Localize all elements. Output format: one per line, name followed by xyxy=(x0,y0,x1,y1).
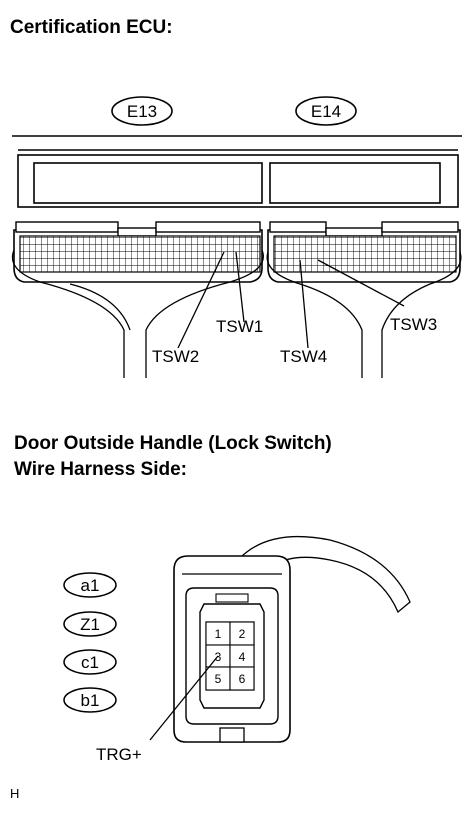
code-oval-b1: b1 xyxy=(63,687,117,713)
connector-e14 xyxy=(267,221,461,283)
ecu-body xyxy=(17,149,459,208)
code-oval-a1: a1 xyxy=(63,572,117,598)
connector-e13 xyxy=(13,221,263,283)
handle-wire-harness xyxy=(239,535,411,614)
terminal-label-trg: TRG+ xyxy=(96,745,142,764)
connector-code-e13: E13 xyxy=(111,96,173,126)
pin-2: 2 xyxy=(239,627,246,641)
code-oval-a1-label: a1 xyxy=(81,576,100,595)
terminal-label-tsw1: TSW1 xyxy=(216,317,263,336)
figure-footer-letter: H xyxy=(10,786,20,801)
code-oval-b1-label: b1 xyxy=(81,691,100,710)
pin-1: 1 xyxy=(215,627,222,641)
handle-section-subtitle: Wire Harness Side: xyxy=(14,459,188,480)
pin-6: 6 xyxy=(239,672,246,686)
ecu-section-title: Certification ECU: xyxy=(10,17,173,38)
pin-5: 5 xyxy=(215,672,222,686)
terminal-label-tsw2: TSW2 xyxy=(152,347,199,366)
handle-section-title: Door Outside Handle (Lock Switch) xyxy=(14,433,332,454)
pin-3: 3 xyxy=(215,650,222,664)
pin-4: 4 xyxy=(239,650,246,664)
connector-code-e14: E14 xyxy=(295,96,357,126)
code-oval-z1-label: Z1 xyxy=(80,615,100,634)
code-oval-c1-label: c1 xyxy=(81,653,99,672)
code-oval-c1: c1 xyxy=(63,649,117,675)
connector-code-e14-label: E14 xyxy=(311,102,341,121)
trg-leader-line xyxy=(149,655,219,741)
ecu-wire-harness xyxy=(11,249,462,378)
connector-code-e13-label: E13 xyxy=(127,102,157,121)
terminal-label-tsw3: TSW3 xyxy=(390,315,437,334)
terminal-label-tsw4: TSW4 xyxy=(280,347,327,366)
code-oval-z1: Z1 xyxy=(63,611,117,637)
ecu-leader-lines xyxy=(177,251,405,349)
handle-connector xyxy=(173,555,291,743)
